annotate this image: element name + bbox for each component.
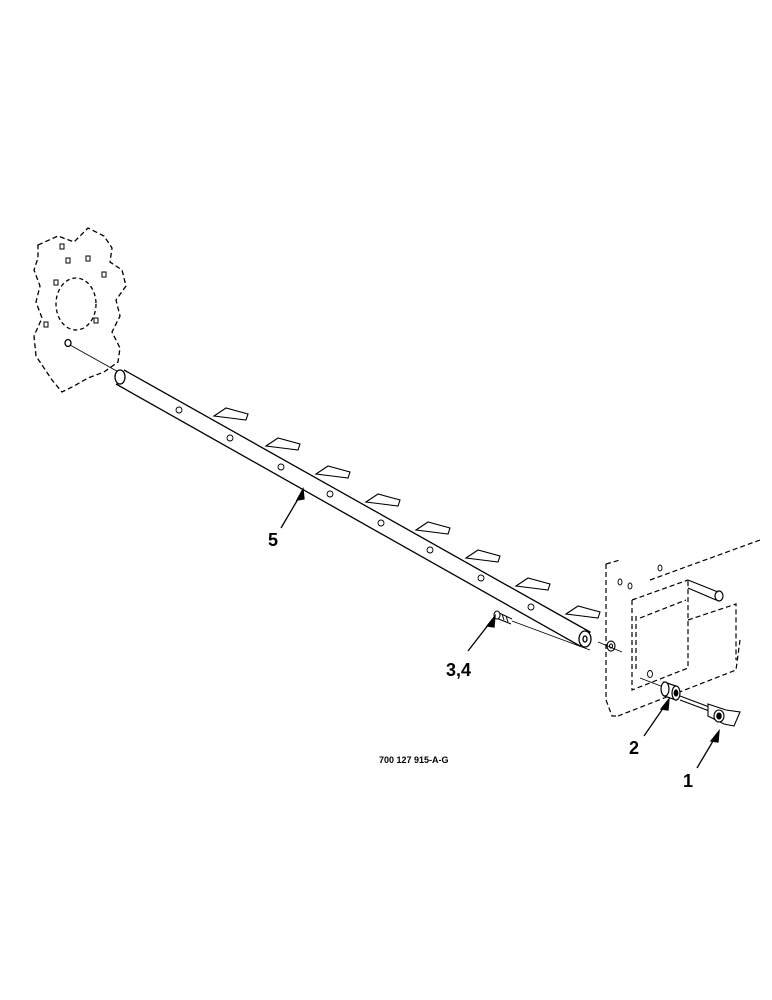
- plate-center-line: [69, 344, 123, 375]
- callout-5: 5: [268, 530, 278, 550]
- tines: [212, 407, 601, 619]
- leader-arrows: [280, 486, 720, 769]
- figure-number: 700 127 915-A-G: [379, 755, 449, 765]
- reel-end-plate: [33, 227, 127, 393]
- bolt: [493, 610, 591, 651]
- arrowhead-34: [485, 613, 496, 628]
- callout-2: 2: [629, 738, 639, 758]
- plate-holes: [43, 243, 107, 328]
- tine-tube: [114, 369, 592, 648]
- tube-end-nut: [597, 640, 623, 653]
- frame-side: [605, 539, 761, 717]
- bearing: [639, 677, 681, 701]
- callout-1: 1: [683, 771, 693, 791]
- frame-holes: [617, 564, 663, 678]
- arrowhead-1: [709, 728, 720, 743]
- lever: [679, 695, 741, 727]
- plate-bore: [64, 338, 72, 348]
- frame-rod: [687, 579, 724, 602]
- tube-bolt-holes: [175, 406, 535, 611]
- plate-hub-circle: [55, 277, 97, 331]
- callout-3-4: 3,4: [446, 660, 471, 680]
- arrowhead-2: [659, 696, 670, 711]
- arrowhead-5: [295, 486, 305, 501]
